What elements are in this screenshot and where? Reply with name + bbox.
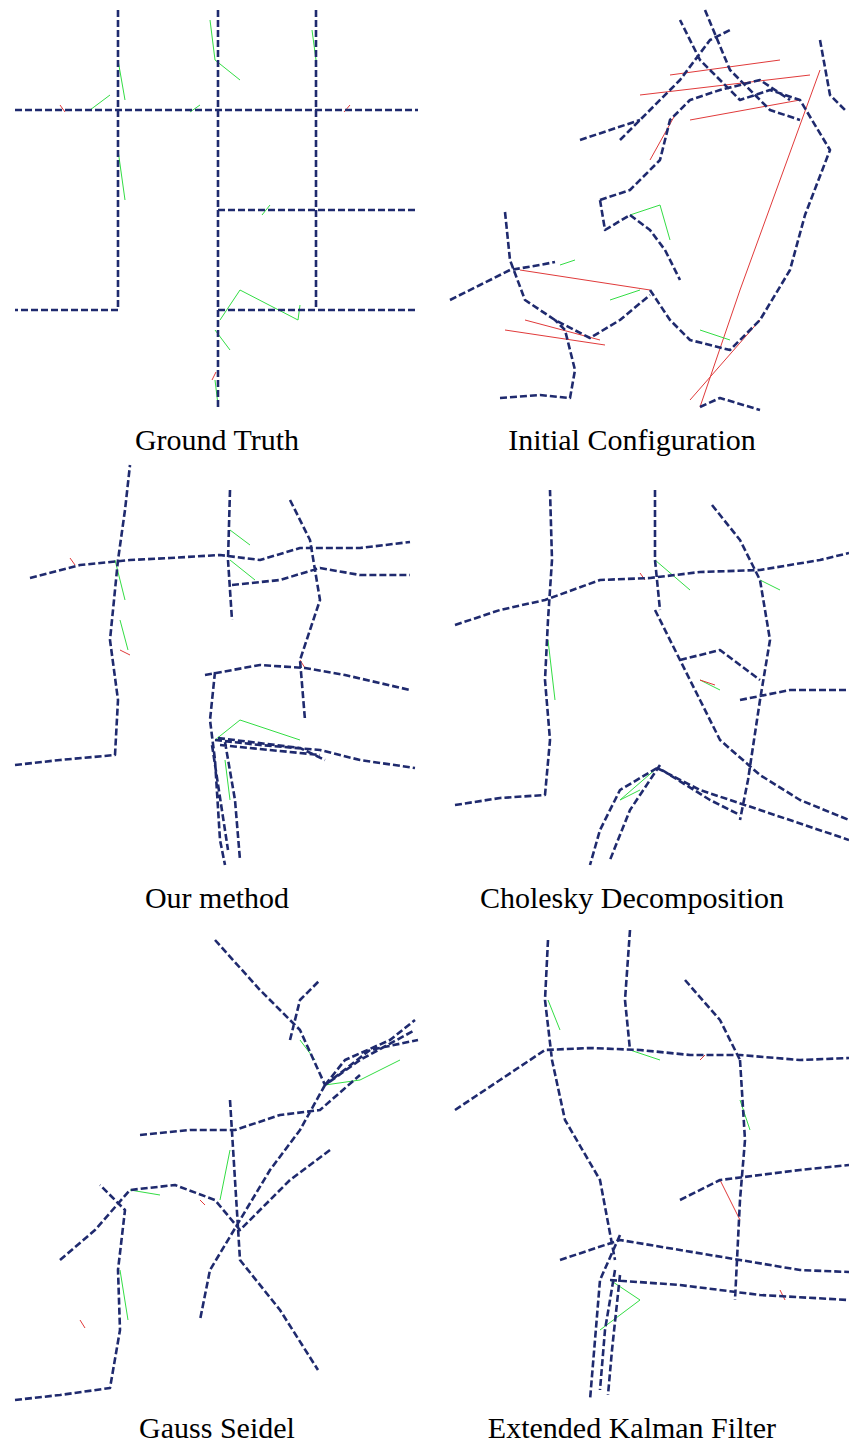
initial-configuration-plot <box>450 10 845 410</box>
gauss-seidel-plot <box>15 940 418 1400</box>
ground-truth-plot <box>15 10 418 410</box>
ekf-plot <box>455 930 849 1400</box>
panel-caption: Cholesky Decomposition <box>480 883 784 913</box>
cholesky-plot <box>455 490 849 865</box>
panel-caption: Extended Kalman Filter <box>488 1413 776 1443</box>
panel-caption: Our method <box>145 883 289 913</box>
panel-caption: Initial Configuration <box>508 425 755 455</box>
panel-caption: Gauss Seidel <box>139 1413 295 1443</box>
panel-caption: Ground Truth <box>135 425 299 455</box>
our-method-plot <box>15 465 415 865</box>
